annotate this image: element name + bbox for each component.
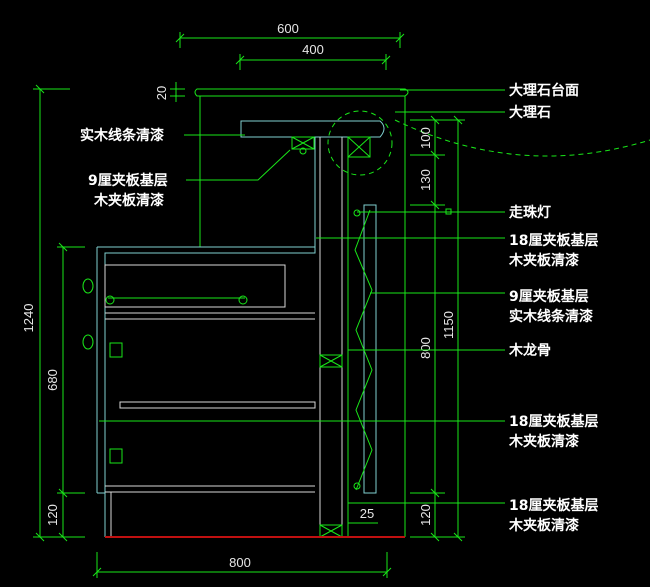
callout-label: 9厘夹板基层	[88, 172, 168, 189]
dimension-text: 600	[277, 21, 299, 36]
dimension-text: 400	[302, 42, 324, 57]
callout-label: 18厘夹板基层	[509, 497, 598, 514]
vertical-panels	[314, 137, 377, 538]
callout-label: 大理石	[509, 104, 551, 121]
dimension-text: 120	[45, 504, 60, 526]
dimension-680: 680 120	[45, 242, 85, 542]
callout-label: 木夹板清漆	[508, 433, 579, 450]
dimension-text: 100	[418, 127, 433, 149]
callout-label: 18厘夹板基层	[509, 232, 598, 249]
callout-label: 木夹板清漆	[93, 192, 164, 209]
callout-label: 实木线条清漆	[80, 127, 164, 144]
dimension-25: 25	[348, 506, 378, 524]
dimension-600: 600	[175, 21, 405, 48]
dimension-text: 25	[360, 506, 374, 521]
dimension-text: 1240	[21, 304, 36, 333]
right-callouts: 大理石台面 大理石 走珠灯 18厘夹板基层 木夹板清漆 9厘夹板基层 实木线条清…	[99, 82, 598, 534]
callout-label: 实木线条清漆	[509, 308, 593, 325]
dimension-400: 400	[235, 42, 391, 70]
callout-label: 9厘夹板基层	[509, 288, 589, 305]
dimension-text: 800	[418, 337, 433, 359]
callout-label: 木龙骨	[508, 342, 551, 359]
callout-label: 18厘夹板基层	[509, 413, 598, 430]
callout-label: 木夹板清漆	[508, 517, 579, 534]
callout-label: 木夹板清漆	[508, 252, 579, 269]
solid-wood-trim-shelf	[240, 110, 650, 176]
dimension-text: 800	[229, 555, 251, 570]
lower-cabinet	[82, 246, 405, 538]
dimension-text: 1150	[441, 311, 456, 339]
dimension-1240: 1240	[21, 84, 85, 542]
callout-label: 大理石台面	[509, 82, 579, 99]
dimension-20: 20	[154, 82, 185, 102]
dimension-text: 120	[418, 504, 433, 526]
dimension-800-bottom: 800	[92, 552, 392, 578]
callout-label: 走珠灯	[509, 204, 551, 221]
dimension-right-chain: 100 130 800 120 1150	[410, 115, 465, 542]
dimension-text: 130	[418, 169, 433, 191]
left-callouts: 实木线条清漆 9厘夹板基层 木夹板清漆	[80, 127, 291, 209]
dimension-text: 20	[154, 86, 169, 100]
dimension-text: 680	[45, 369, 60, 391]
